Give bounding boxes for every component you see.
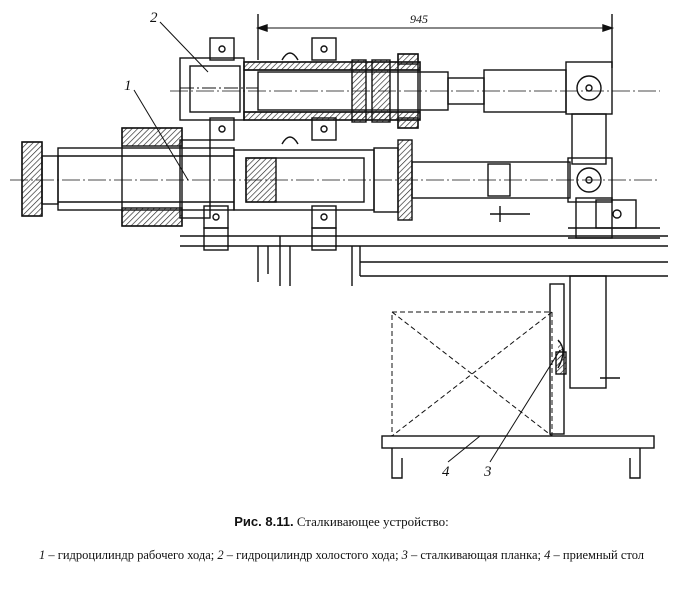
figure-caption-title: Рис. 8.11. Сталкивающее устройство: [0, 514, 683, 530]
callout-3: 3 [483, 464, 492, 480]
legend-item: 3 – сталкивающая планка; [401, 548, 541, 562]
figure-legend: 1 – гидроцилиндр рабочего хода; 2 – гидр… [0, 546, 683, 565]
legend-item: 2 – гидроцилиндр холостого хода; [217, 548, 399, 562]
technical-drawing: 945 2 1 3 4 [10, 10, 668, 480]
leader-1 [133, 89, 189, 181]
dimension-label: 945 [410, 12, 428, 26]
working-stroke-cylinder [10, 127, 660, 251]
idle-stroke-cylinder [170, 37, 660, 145]
legend-item: 1 – гидроцилиндр рабочего хода; [38, 548, 215, 562]
carriage-lever [565, 61, 660, 239]
leader-4 [447, 435, 481, 463]
figure-title: Сталкивающее устройство: [296, 514, 449, 529]
callout-1: 1 [124, 78, 132, 94]
legend-item: 4 – приемный стол [544, 548, 645, 562]
leader-2 [159, 21, 209, 73]
receiving-table [381, 311, 655, 479]
pusher-column [549, 275, 620, 435]
callout-4: 4 [442, 464, 450, 480]
figure-number: Рис. 8.11. [234, 514, 294, 529]
dimension-945 [255, 14, 615, 68]
base-rail [180, 235, 668, 286]
leader-3 [489, 349, 561, 463]
callout-2: 2 [150, 10, 158, 26]
